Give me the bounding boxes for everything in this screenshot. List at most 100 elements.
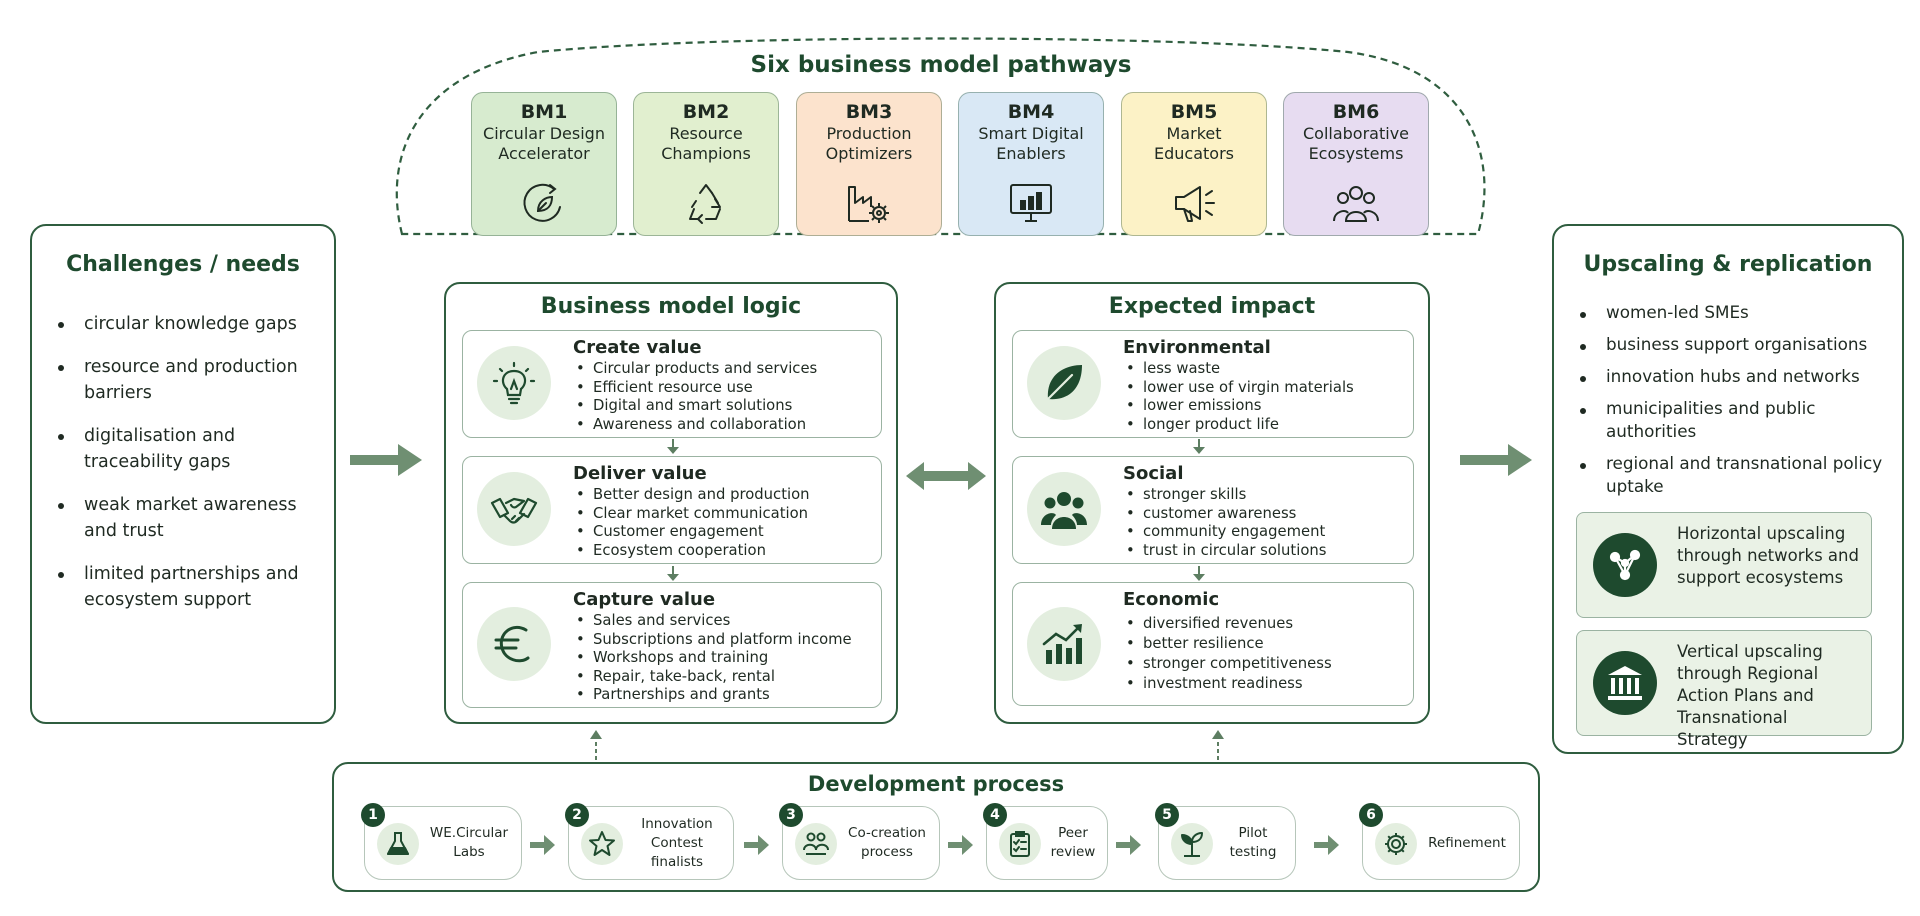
list-item: customer awareness xyxy=(1123,505,1407,524)
list-item: lower use of virgin materials xyxy=(1123,379,1407,398)
recycle-icon xyxy=(689,184,721,224)
lightbulb-icon xyxy=(492,361,536,405)
step-icon-circle xyxy=(377,823,419,865)
dashed-arrow-up-icon xyxy=(1212,730,1224,760)
bm2-code: BM2 xyxy=(682,101,730,123)
bm2-name: Resource Champions xyxy=(661,124,751,163)
double-arrow-icon xyxy=(906,462,986,490)
list-item: circular knowledge gaps xyxy=(54,311,334,337)
list-item: regional and transnational policy uptake xyxy=(1576,452,1902,498)
bm6-code: BM6 xyxy=(1332,101,1380,123)
economic-list: diversified revenues better resilience s… xyxy=(1123,614,1407,694)
create-value-box: Create value Circular products and servi… xyxy=(462,330,882,438)
list-item: Partnerships and grants xyxy=(573,686,875,705)
step-number: 6 xyxy=(1359,803,1383,827)
monitor-chart-icon xyxy=(1010,184,1052,222)
growth-chart-icon xyxy=(1042,624,1082,664)
list-item: Repair, take-back, rental xyxy=(573,668,875,687)
process-step-6[interactable]: 6 Refinement xyxy=(1359,803,1520,880)
step-label: Innovation Contest finalists xyxy=(641,815,713,870)
process-step-4[interactable]: 4 Peer review xyxy=(983,803,1108,880)
circular-leaf-icon xyxy=(523,183,561,222)
bm3-card[interactable]: BM3 Production Optimizers xyxy=(796,92,942,236)
list-item: women-led SMEs xyxy=(1576,301,1902,324)
star-icon xyxy=(589,831,615,856)
arrow-down-icon xyxy=(667,566,679,581)
arrow-down-icon xyxy=(1193,566,1205,581)
step-number: 4 xyxy=(983,803,1007,827)
environmental-list: less waste lower use of virgin materials… xyxy=(1123,360,1407,434)
process-step-1[interactable]: 1 WE.Circular Labs xyxy=(361,803,522,880)
bm6-card[interactable]: BM6 Collaborative Ecosystems xyxy=(1283,92,1429,236)
list-item: stronger skills xyxy=(1123,486,1407,505)
social-list: stronger skills customer awareness commu… xyxy=(1123,486,1407,560)
step-icon-circle xyxy=(999,823,1041,865)
deliver-value-list: Better design and production Clear marke… xyxy=(573,486,875,560)
process-step-3[interactable]: 3 Co-creation process xyxy=(779,803,940,880)
bm3-code: BM3 xyxy=(845,101,893,123)
people-group-icon xyxy=(1333,186,1379,222)
economic-icon-circle xyxy=(1027,607,1101,681)
horizontal-upscaling-icon-circle xyxy=(1593,533,1657,597)
social-icon-circle xyxy=(1027,472,1101,546)
capture-value-box: Capture value Sales and services Subscri… xyxy=(462,582,882,708)
process-step-2[interactable]: 2 Innovation Contest finalists xyxy=(565,803,734,880)
checklist-icon xyxy=(1010,831,1030,857)
list-item: digitalisation and traceability gaps xyxy=(54,423,334,475)
bm5-card[interactable]: BM5 Market Educators xyxy=(1121,92,1267,236)
process-step-5[interactable]: 5 Pilot testing xyxy=(1155,803,1296,880)
sprout-icon xyxy=(1181,832,1203,857)
list-item: diversified revenues xyxy=(1123,614,1407,634)
list-item: business support organisations xyxy=(1576,333,1902,356)
social-title: Social xyxy=(1123,463,1184,484)
list-item: Awareness and collaboration xyxy=(573,416,875,435)
arrow-right-icon xyxy=(948,835,973,855)
logic-title: Business model logic xyxy=(540,294,802,319)
horizontal-upscaling-box: Horizontal upscaling through networks an… xyxy=(1576,512,1872,618)
bm1-card[interactable]: BM1 Circular Design Accelerator xyxy=(471,92,617,236)
bm5-name: Market Educators xyxy=(1154,124,1234,163)
create-value-list: Circular products and services Efficient… xyxy=(573,360,875,434)
challenges-list: circular knowledge gaps resource and pro… xyxy=(54,311,334,613)
step-icon-circle xyxy=(1375,823,1417,865)
capture-value-icon-circle xyxy=(477,607,551,681)
co-creation-people-icon xyxy=(803,832,829,855)
list-item: longer product life xyxy=(1123,416,1407,435)
step-icon-circle xyxy=(1171,823,1213,865)
arrow-down-icon xyxy=(1193,439,1205,454)
arrow-right-icon xyxy=(744,835,769,855)
bm4-code: BM4 xyxy=(1007,101,1055,123)
pathways-title: Six business model pathways xyxy=(750,52,1132,78)
arrow-right-icon xyxy=(1116,835,1141,855)
list-item: Circular products and services xyxy=(573,360,875,379)
vertical-upscaling-icon-circle xyxy=(1593,651,1657,715)
bm5-code: BM5 xyxy=(1170,101,1218,123)
create-value-icon-circle xyxy=(477,346,551,420)
list-item: Ecosystem cooperation xyxy=(573,542,875,561)
deliver-value-box: Deliver value Better design and producti… xyxy=(462,456,882,564)
challenges-title: Challenges / needs xyxy=(66,252,300,277)
create-value-title: Create value xyxy=(573,337,702,358)
capture-value-title: Capture value xyxy=(573,589,716,610)
bm6-name: Collaborative Ecosystems xyxy=(1302,124,1409,163)
step-number: 5 xyxy=(1155,803,1179,827)
step-number: 2 xyxy=(565,803,589,827)
list-item: limited partnerships and ecosystem suppo… xyxy=(54,561,334,613)
impact-title: Expected impact xyxy=(1108,294,1316,319)
step-label: Refinement xyxy=(1428,834,1506,851)
list-item: Clear market communication xyxy=(573,505,875,524)
list-item: innovation hubs and networks xyxy=(1576,365,1902,388)
step-number: 3 xyxy=(779,803,803,827)
list-item: Better design and production xyxy=(573,486,875,505)
bm3-name: Production Optimizers xyxy=(825,124,913,163)
list-item: municipalities and public authorities xyxy=(1576,397,1902,443)
bm4-card[interactable]: BM4 Smart Digital Enablers xyxy=(958,92,1104,236)
step-number: 1 xyxy=(361,803,385,827)
bm2-card[interactable]: BM2 Resource Champions xyxy=(633,92,779,236)
arrow-right-icon xyxy=(1314,835,1339,855)
list-item: investment readiness xyxy=(1123,674,1407,694)
step-label: Pilot testing xyxy=(1229,825,1277,860)
megaphone-icon xyxy=(1175,186,1215,222)
process-title: Development process xyxy=(807,772,1065,796)
step-icon-circle xyxy=(581,823,623,865)
